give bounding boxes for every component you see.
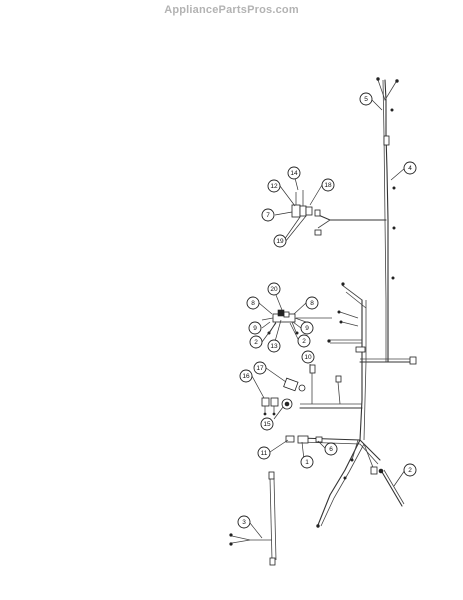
component-16 xyxy=(261,397,279,416)
callout-8: 8 xyxy=(305,296,319,310)
callout-number: 16 xyxy=(242,373,250,380)
callout-number: 6 xyxy=(329,446,333,453)
callout-15: 15 xyxy=(260,417,274,431)
callout-12: 12 xyxy=(267,179,281,193)
callout-14: 14 xyxy=(287,166,301,180)
component-11 xyxy=(285,435,323,444)
callout-number: 17 xyxy=(256,365,264,372)
callout-number: 19 xyxy=(276,238,284,245)
component-17 xyxy=(283,377,306,392)
callout-8: 8 xyxy=(246,296,260,310)
connector-cluster-upper xyxy=(291,190,322,236)
callout-number: 2 xyxy=(408,467,412,474)
callout-number: 12 xyxy=(270,183,278,190)
component-15 xyxy=(281,398,293,410)
callout-19: 19 xyxy=(273,234,287,248)
watermark: AppliancePartsPros.com xyxy=(164,4,299,16)
callout-number: 11 xyxy=(261,450,268,457)
callout-1: 1 xyxy=(300,455,314,469)
callout-number: 2 xyxy=(302,338,306,345)
callout-16: 16 xyxy=(239,369,253,383)
callout-number: 20 xyxy=(270,286,278,293)
callout-number: 13 xyxy=(270,343,278,350)
callout-7: 7 xyxy=(261,208,275,222)
callout-number: 15 xyxy=(263,421,271,428)
callout-number: 9 xyxy=(305,325,309,332)
callout-number: 18 xyxy=(324,182,332,189)
callout-18: 18 xyxy=(321,178,335,192)
callout-number: 10 xyxy=(304,354,312,361)
switch-cluster xyxy=(261,309,332,335)
callout-11: 11 xyxy=(257,446,271,460)
callout-20: 20 xyxy=(267,282,281,296)
callout-5: 5 xyxy=(359,92,373,106)
callout-3: 3 xyxy=(237,515,251,529)
callout-10: 10 xyxy=(301,350,315,364)
callout-4: 4 xyxy=(403,161,417,175)
callout-2: 2 xyxy=(249,335,263,349)
callout-2: 2 xyxy=(403,463,417,477)
main-harness-trunk xyxy=(229,77,417,566)
callout-number: 5 xyxy=(364,96,368,103)
callout-number: 2 xyxy=(254,339,258,346)
callout-9: 9 xyxy=(300,321,314,335)
callout-number: 8 xyxy=(310,300,314,307)
callout-number: 1 xyxy=(305,459,309,466)
callout-number: 8 xyxy=(251,300,255,307)
callout-number: 3 xyxy=(242,519,246,526)
callout-9: 9 xyxy=(248,321,262,335)
callout-6: 6 xyxy=(324,442,338,456)
callout-17: 17 xyxy=(253,361,267,375)
callout-number: 4 xyxy=(408,165,412,172)
callout-13: 13 xyxy=(267,339,281,353)
callout-number: 14 xyxy=(290,170,298,177)
callout-2: 2 xyxy=(297,334,311,348)
callout-number: 7 xyxy=(266,212,270,219)
callout-number: 9 xyxy=(253,325,257,332)
